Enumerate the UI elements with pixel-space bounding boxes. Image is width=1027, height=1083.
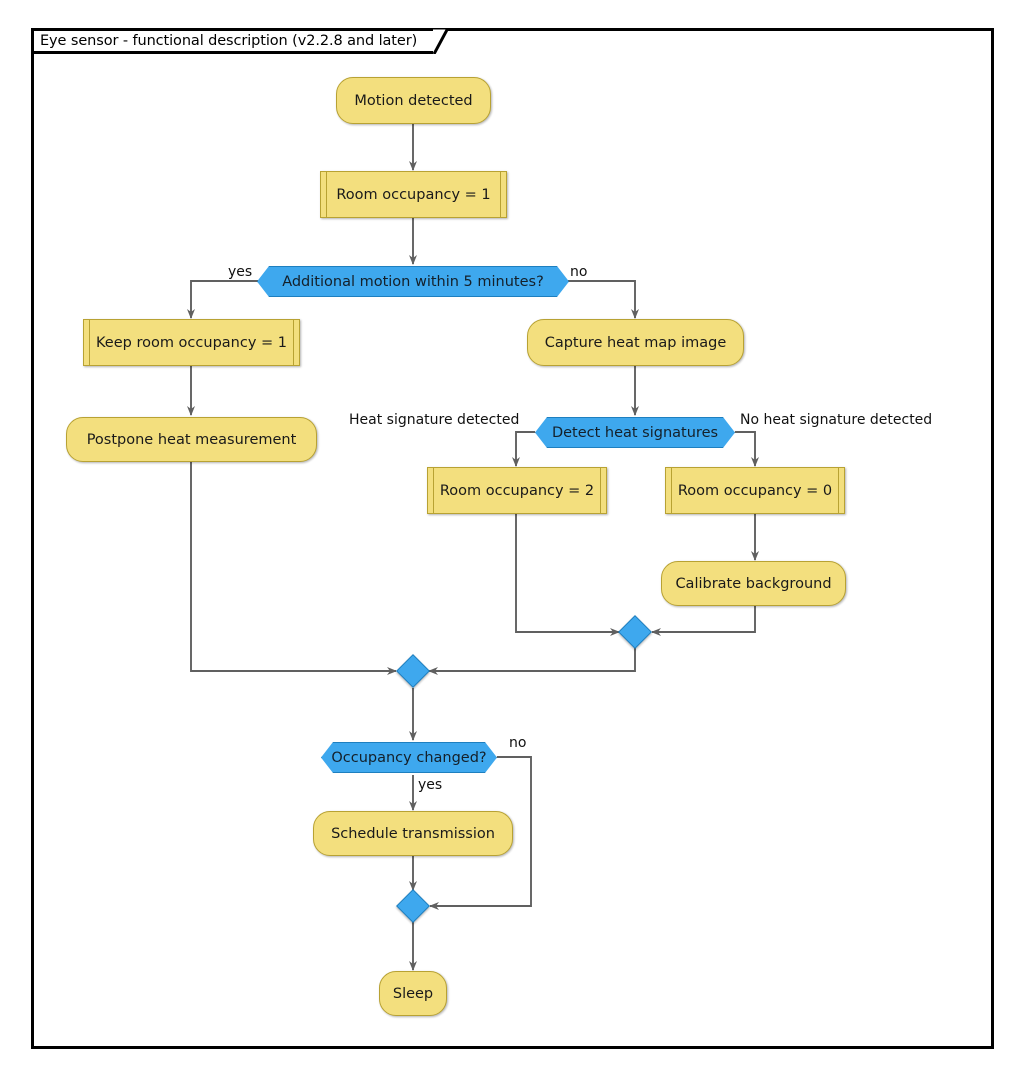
node-calibrate-background[interactable]: Calibrate background (661, 561, 846, 606)
node-decision-detect-heat-signatures[interactable]: Detect heat signatures (535, 417, 735, 448)
node-label: Motion detected (354, 92, 473, 109)
edge-motion-yes-to-keep1 (187, 280, 258, 319)
node-label: Occupancy changed? (331, 749, 487, 766)
node-label: Room occupancy = 0 (677, 482, 833, 499)
edge-label-changed-yes: yes (418, 777, 443, 793)
edge-label-changed-no: no (509, 735, 527, 751)
edge-calibrate-to-mergeheat (651, 604, 756, 636)
edge-heat-no-to-occ0 (735, 431, 759, 467)
node-schedule-transmission[interactable]: Schedule transmission (313, 811, 513, 856)
node-label: Calibrate background (675, 575, 832, 592)
edge-label-motion-no: no (570, 264, 588, 280)
title-tab-notch (433, 28, 449, 54)
node-keep-room-occupancy-1[interactable]: Keep room occupancy = 1 (83, 319, 300, 366)
edge-label-motion-yes: yes (228, 264, 253, 280)
edge-mergeheat-to-mergemain (428, 648, 636, 675)
node-room-occupancy-0[interactable]: Room occupancy = 0 (665, 467, 845, 514)
node-label: Postpone heat measurement (86, 431, 297, 448)
node-sleep[interactable]: Sleep (379, 971, 447, 1016)
node-room-occupancy-2[interactable]: Room occupancy = 2 (427, 467, 607, 514)
node-label: Room occupancy = 2 (439, 482, 595, 499)
node-decision-additional-motion[interactable]: Additional motion within 5 minutes? (257, 266, 569, 297)
node-label: Schedule transmission (331, 825, 495, 842)
node-room-occupancy-1[interactable]: Room occupancy = 1 (320, 171, 507, 218)
edge-motion-no-to-capture (568, 280, 639, 319)
node-decision-occupancy-changed[interactable]: Occupancy changed? (321, 742, 497, 773)
edge-label-heat-detected: Heat signature detected (349, 412, 520, 428)
diagram-title-tab: Eye sensor - functional description (v2.… (31, 28, 434, 54)
edge-changed-no-to-mergeend (429, 756, 532, 910)
edge-postpone-to-mergemain (190, 462, 397, 675)
node-capture-heat-map-image[interactable]: Capture heat map image (527, 319, 744, 366)
node-label: Keep room occupancy = 1 (96, 334, 287, 351)
node-label: Room occupancy = 1 (336, 186, 491, 203)
node-label: Additional motion within 5 minutes? (282, 273, 544, 290)
edge-heat-yes-to-occ2 (512, 431, 535, 467)
node-label: Detect heat signatures (551, 424, 719, 441)
edge-occ2-to-mergeheat (515, 514, 620, 636)
node-label: Sleep (392, 985, 434, 1002)
node-postpone-heat-measurement[interactable]: Postpone heat measurement (66, 417, 317, 462)
diagram-title: Eye sensor - functional description (v2.… (40, 33, 418, 49)
edge-label-no-heat-detected: No heat signature detected (740, 412, 933, 428)
node-motion-detected[interactable]: Motion detected (336, 77, 491, 124)
node-label: Capture heat map image (544, 334, 727, 351)
